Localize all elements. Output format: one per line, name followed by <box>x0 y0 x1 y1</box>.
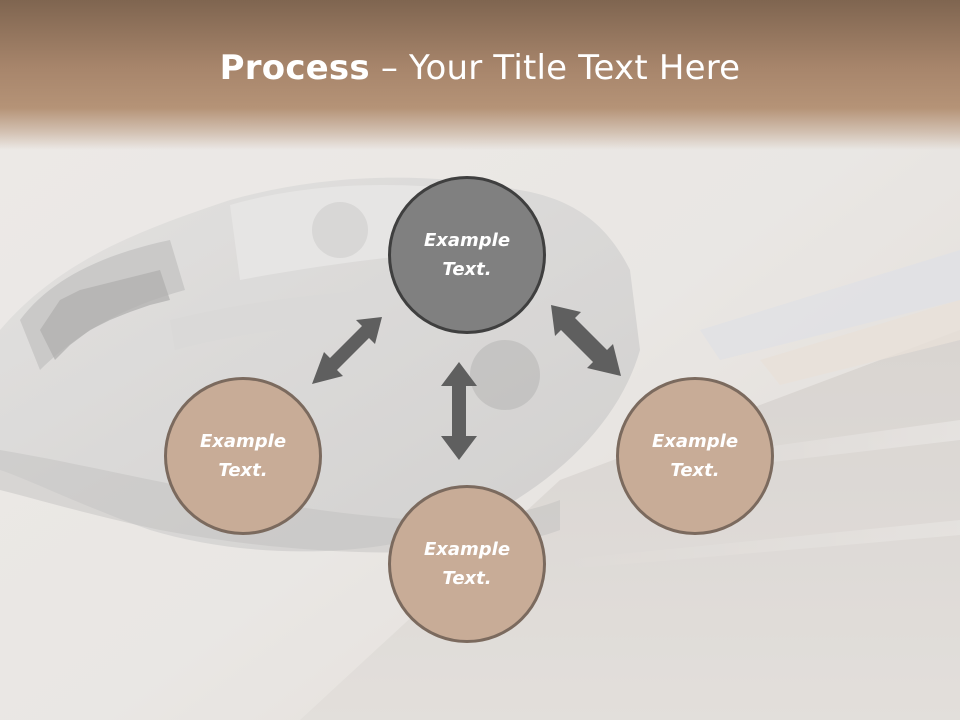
node-top-label: Example Text. <box>423 230 511 280</box>
node-right-label: Example Text. <box>651 431 739 481</box>
node-bottom-label: Example Text. <box>423 539 511 589</box>
process-node-top[interactable]: Example Text. <box>388 176 546 334</box>
process-node-bottom[interactable]: Example Text. <box>388 485 546 643</box>
title-dash: – <box>369 48 410 88</box>
title-bold-text: Process <box>219 48 370 88</box>
double-arrow-left <box>312 317 382 384</box>
process-node-left[interactable]: Example Text. <box>164 377 322 535</box>
title-rest-text: Your Title Text Here <box>409 48 741 88</box>
double-arrow-right <box>551 305 621 376</box>
title-band <box>0 0 960 150</box>
process-node-right[interactable]: Example Text. <box>616 377 774 535</box>
node-left-label: Example Text. <box>199 431 287 481</box>
double-arrow-center <box>441 362 477 460</box>
slide-title: Process – Your Title Text Here <box>0 48 960 88</box>
